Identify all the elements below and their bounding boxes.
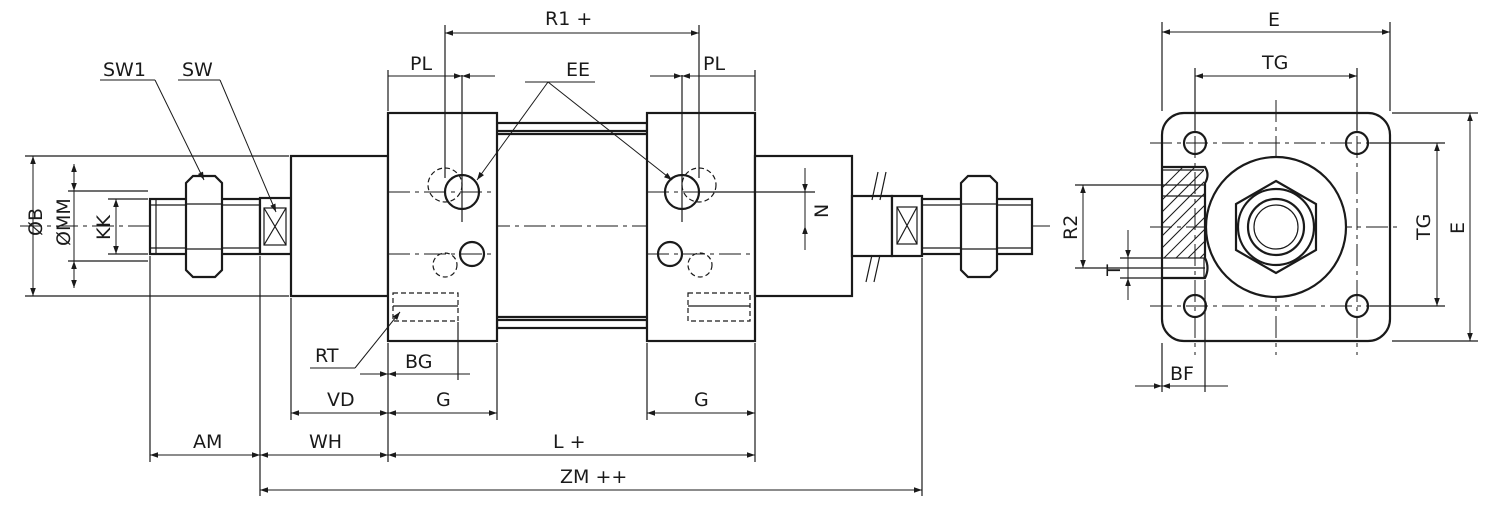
left-rod-end [148,174,293,279]
label-rt: RT [315,345,339,367]
tie-rod-hole [1182,293,1208,319]
label-sw: SW [182,59,213,81]
tie-rod-hole [1182,130,1208,156]
label-am: AM [193,431,222,453]
label-t: T [1103,264,1125,277]
right-rod-end [850,171,1034,283]
label-ee: EE [566,59,590,81]
label-bg: BG [405,351,432,373]
label-g-left: G [436,389,451,411]
label-dia-mm: ØMM [53,198,75,246]
lock-nut-right [959,174,999,279]
lock-nut-sw1 [184,174,224,279]
rear-cap [645,111,757,343]
label-kk: KK [93,215,115,240]
label-e-side: E [1447,222,1469,234]
rear-bearing-boss [753,154,854,298]
label-e-top: E [1268,9,1280,31]
side-view: R1 + PL PL EE SW1 SW ØB ØMM KK [20,8,1050,496]
tie-rod-hole [1344,293,1370,319]
label-n: N [811,204,833,218]
label-bf: BF [1170,363,1194,385]
label-tg-side: TG [1413,214,1435,241]
end-view: E TG TG E R2 T BF [1060,9,1478,392]
label-vd: VD [327,389,355,411]
mounting-thread-section [1161,165,1209,280]
rod-nut-hex [1234,179,1318,275]
front-cap [386,111,499,343]
tie-rod-hole [1344,130,1370,156]
label-pl-left: PL [410,53,432,75]
label-l: L + [553,431,586,453]
label-zm: ZM ++ [560,466,627,488]
label-r1: R1 + [545,8,592,30]
label-dia-b: ØB [25,208,47,236]
label-r2: R2 [1060,215,1082,240]
label-pl-right: PL [703,53,725,75]
label-sw1: SW1 [103,59,146,81]
front-bearing-boss [289,154,390,298]
label-tg-top: TG [1261,52,1288,74]
label-wh: WH [309,431,342,453]
label-g-right: G [694,389,709,411]
